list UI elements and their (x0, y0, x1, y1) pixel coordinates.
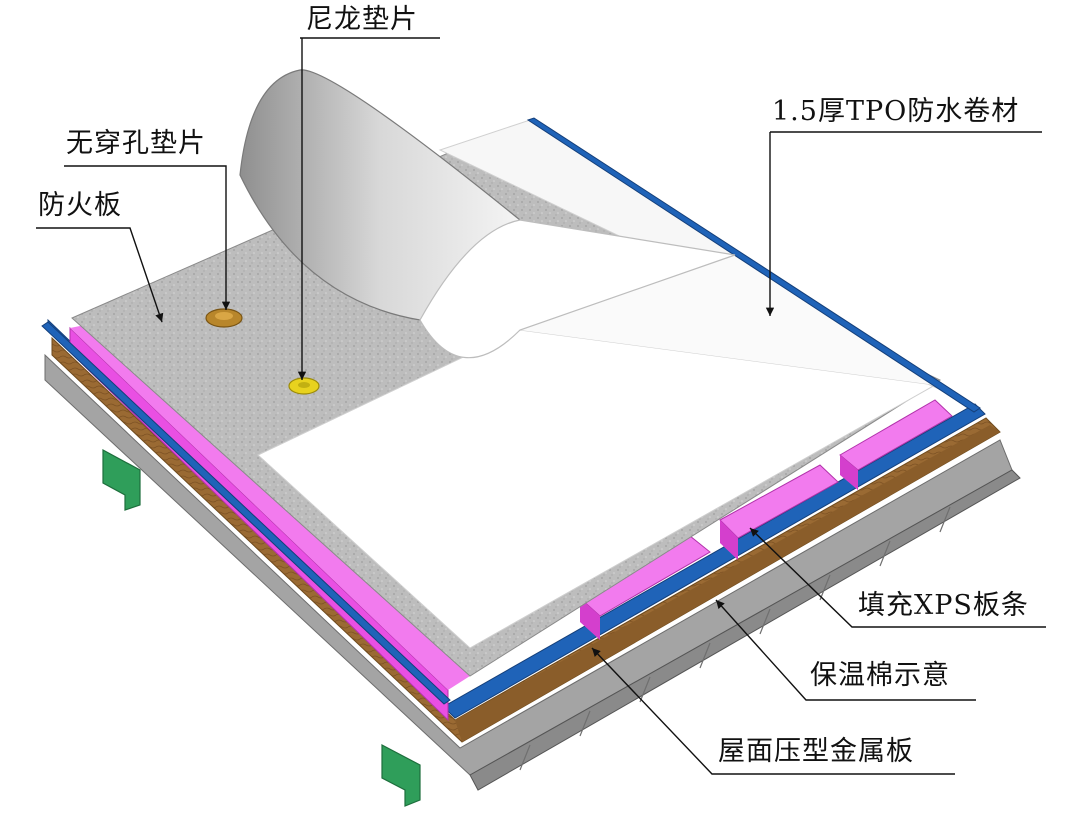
purlin-front (102, 448, 421, 807)
metal-deck (44, 353, 1021, 791)
leader-tpo (770, 131, 1042, 316)
label-non-perforated-washer: 无穿孔垫片 (66, 128, 206, 159)
leader-metal (591, 647, 955, 775)
label-nylon-washer: 尼龙垫片 (306, 4, 418, 35)
nylon-washer (288, 377, 320, 395)
vapor-layer (47, 318, 986, 719)
edge-flashing (41, 117, 981, 705)
leader-nylon (300, 37, 440, 380)
label-tpo-membrane: 1.5厚TPO防水卷材 (772, 96, 1020, 127)
label-metal-deck: 屋面压型金属板 (718, 736, 914, 767)
leader-wool (715, 599, 976, 701)
leader-fire (36, 227, 164, 323)
label-insulation-wool: 保温棉示意 (810, 660, 950, 691)
insulation-wool-layer (51, 336, 1001, 743)
leader-lines (36, 37, 1046, 775)
leader-noperf (64, 165, 231, 310)
label-fire-board: 防火板 (38, 190, 122, 221)
membrane-roll (239, 69, 736, 359)
label-xps-strip: 填充XPS板条 (858, 590, 1029, 621)
non-perforated-washer (205, 308, 243, 328)
leader-xps (749, 527, 1046, 628)
xps-fill-strips (579, 399, 953, 640)
